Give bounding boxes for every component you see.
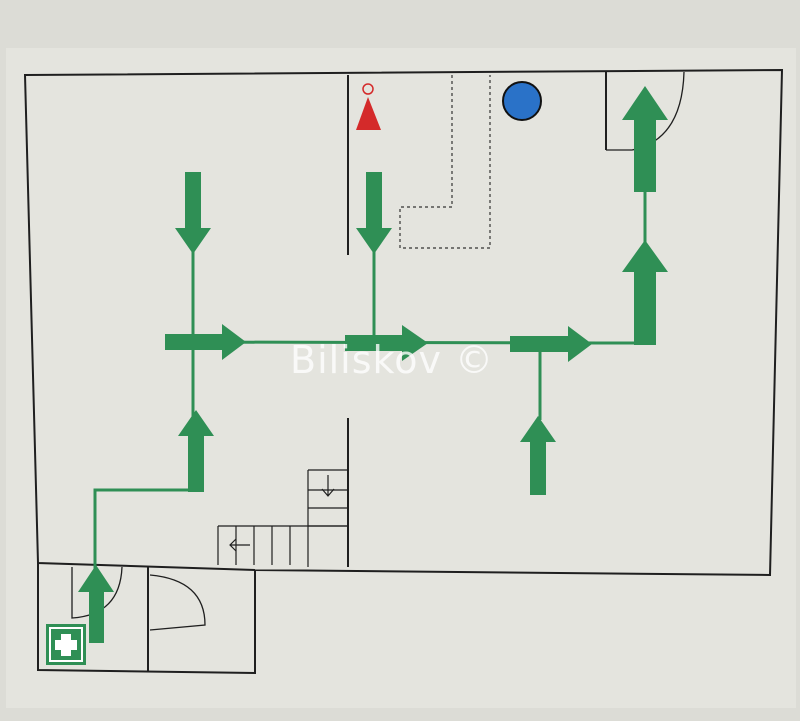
storage-area xyxy=(399,75,491,249)
route-main-corridor xyxy=(174,340,645,345)
arrow-right-center xyxy=(345,325,428,361)
arrow-up-right-corridor xyxy=(622,240,668,345)
fire-extinguisher-handle xyxy=(362,83,374,95)
route-to-bottom-left-exit xyxy=(93,488,193,570)
arrow-right-to-exit xyxy=(510,326,592,362)
annex-wall xyxy=(37,563,256,675)
fire-extinguisher-body xyxy=(356,97,381,130)
arrow-right-left-room xyxy=(165,324,246,360)
arrow-up-lower-right xyxy=(520,416,556,495)
first-aid-cross xyxy=(55,634,77,656)
arrow-down-left-room xyxy=(175,172,211,254)
annex-door-left xyxy=(71,566,123,619)
storage-outline xyxy=(399,75,491,249)
arrow-up-bottom-left-room xyxy=(78,565,114,643)
walls xyxy=(23,68,784,675)
first-aid-inner xyxy=(49,627,83,662)
annex-door-right xyxy=(149,574,206,631)
blue-circle-marker xyxy=(502,81,542,121)
staircase-symbol xyxy=(217,469,348,567)
outer-wall xyxy=(23,68,784,577)
first-aid-icon xyxy=(46,624,86,665)
stairs-direction-left xyxy=(229,538,250,552)
arrow-up-at-exit-door xyxy=(622,86,668,192)
fire-extinguisher-icon xyxy=(356,83,381,130)
arrow-down-center-room xyxy=(356,172,392,254)
plan-sheet xyxy=(6,48,796,708)
arrow-up-left-room xyxy=(178,410,214,492)
exit-arrows xyxy=(78,86,668,643)
stairs-direction-down xyxy=(321,475,335,497)
